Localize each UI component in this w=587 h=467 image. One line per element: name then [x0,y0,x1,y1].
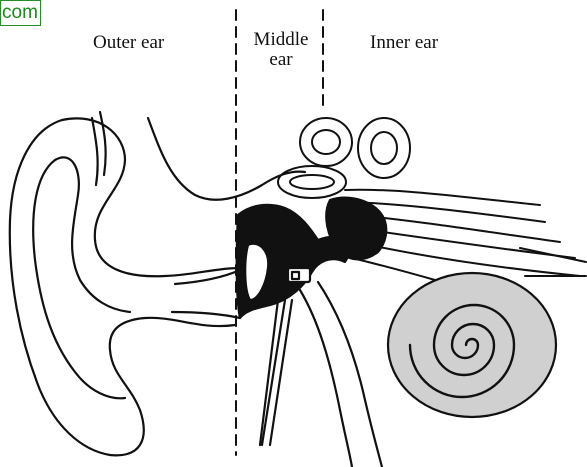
ossicles [288,268,310,282]
inner-ear-label: Inner ear [370,33,438,53]
middle-ear-label: Middle ear [246,30,316,70]
outer-ear-label: Outer ear [93,33,164,53]
head-contour [148,118,305,200]
eustachian-tube [260,282,382,467]
watermark-text: com [0,0,41,26]
pinna-outline [10,112,240,455]
ear-canal [172,270,240,318]
middle-ear-label-line2: ear [246,50,316,70]
middle-ear-label-line1: Middle [246,30,316,50]
semicircular-canals [278,118,410,198]
cochlea [388,273,556,417]
